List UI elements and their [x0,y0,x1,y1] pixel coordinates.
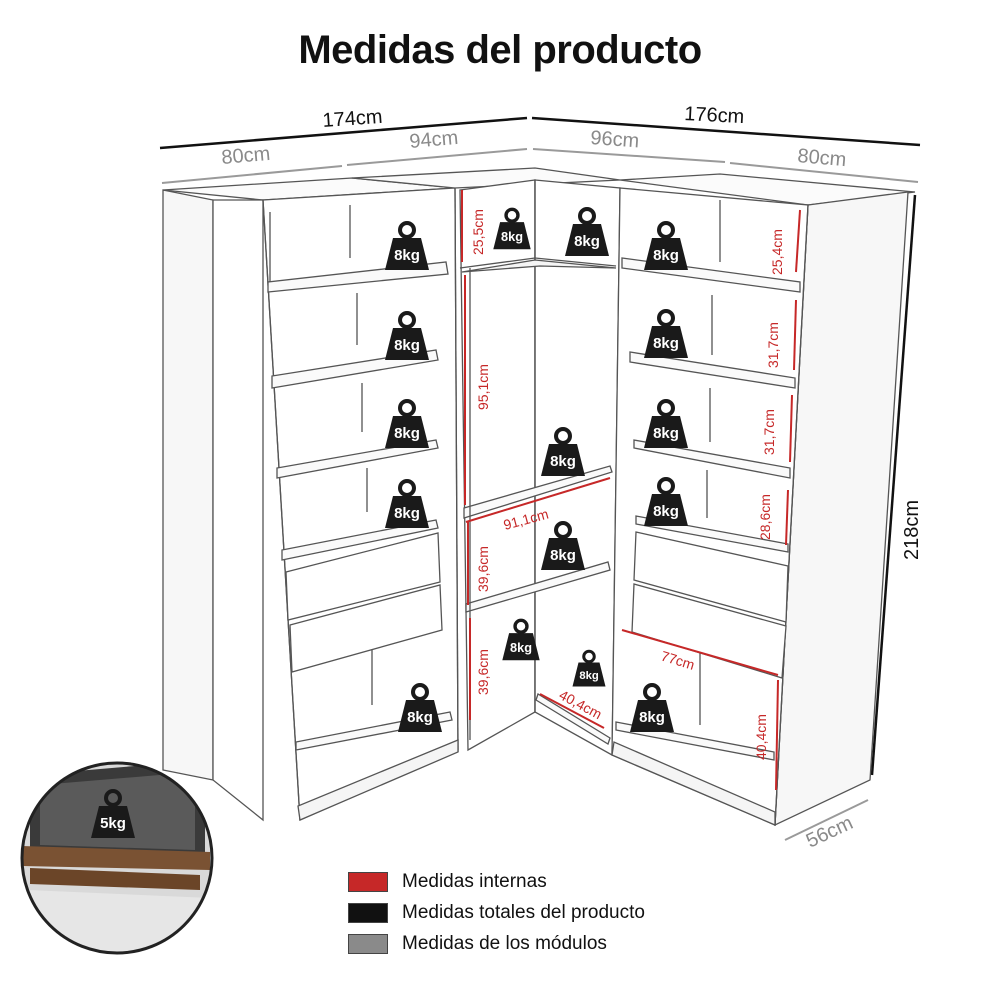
total-left-width-label: 174cm [322,106,383,132]
weight-icon: 8kg [642,477,690,528]
internal-right-4-label: 28,6cm [757,494,773,540]
internal-right-3-label: 31,7cm [761,409,777,455]
svg-text:8kg: 8kg [407,709,433,726]
svg-text:8kg: 8kg [501,229,523,244]
module-right-corner-label: 96cm [590,127,640,152]
weight-icon: 8kg [642,221,690,272]
legend-swatch-total [348,902,388,923]
legend-swatch-internal [348,871,388,892]
weight-icon: 8kg [500,618,542,662]
weight-icon: 8kg [571,649,607,688]
weight-icon: 5kg [89,789,137,840]
svg-text:8kg: 8kg [639,709,665,726]
page-title: Medidas del producto [298,28,702,72]
internal-dimension-lines [461,190,801,791]
weight-icon: 8kg [642,309,690,360]
weight-icon: 8kg [383,399,431,450]
svg-text:8kg: 8kg [550,547,576,564]
internal-right-2-label: 31,7cm [765,322,781,368]
svg-text:8kg: 8kg [653,425,679,442]
legend-label: Medidas de los módulos [402,932,607,954]
weight-icon: 8kg [539,521,587,572]
svg-text:8kg: 8kg [574,233,600,250]
svg-text:5kg: 5kg [100,815,126,832]
internal-right-bottom-height-label: 40,4cm [753,714,769,760]
svg-text:8kg: 8kg [550,453,576,470]
internal-corner-low-label: 39,6cm [475,649,491,695]
svg-text:8kg: 8kg [653,335,679,352]
weight-icon: 8kg [383,221,431,272]
legend-item-internal: Medidas internas [348,866,645,897]
svg-text:8kg: 8kg [394,337,420,354]
internal-corner-mid-label: 39,6cm [475,546,491,592]
weight-icon: 8kg [642,399,690,450]
module-left-corner-label: 94cm [409,127,460,153]
total-dimension-lines [159,116,921,776]
svg-text:8kg: 8kg [579,670,599,682]
legend-label: Medidas internas [402,870,547,892]
weight-icon: 8kg [491,207,533,252]
internal-corner-top-label: 25,5cm [470,209,486,255]
svg-text:8kg: 8kg [394,425,420,442]
total-height-label: 218cm [901,500,923,560]
internal-right-1-label: 25,4cm [769,229,785,275]
legend-item-module: Medidas de los módulos [348,928,645,959]
internal-hanging-height-label: 95,1cm [475,364,491,410]
weight-icon: 8kg [539,427,587,478]
weight-icon: 8kg [396,683,444,734]
legend-swatch-module [348,933,388,954]
module-left-outer-label: 80cm [221,143,272,169]
svg-text:8kg: 8kg [653,503,679,520]
drawer-detail-inset: 5kg [20,761,214,955]
weight-icon: 8kg [563,207,611,258]
svg-text:8kg: 8kg [653,247,679,264]
svg-text:8kg: 8kg [510,640,532,655]
weight-icon: 8kg [628,683,676,734]
module-dimension-lines [161,148,919,841]
legend: Medidas internas Medidas totales del pro… [348,866,645,959]
svg-text:8kg: 8kg [394,247,420,264]
total-right-width-label: 176cm [684,103,745,128]
module-right-outer-label: 80cm [797,145,848,171]
legend-label: Medidas totales del producto [402,901,645,923]
weight-icon: 8kg [383,479,431,530]
weight-icon: 8kg [383,311,431,362]
legend-item-total: Medidas totales del producto [348,897,645,928]
svg-text:8kg: 8kg [394,505,420,522]
wardrobe-structure [162,167,916,827]
